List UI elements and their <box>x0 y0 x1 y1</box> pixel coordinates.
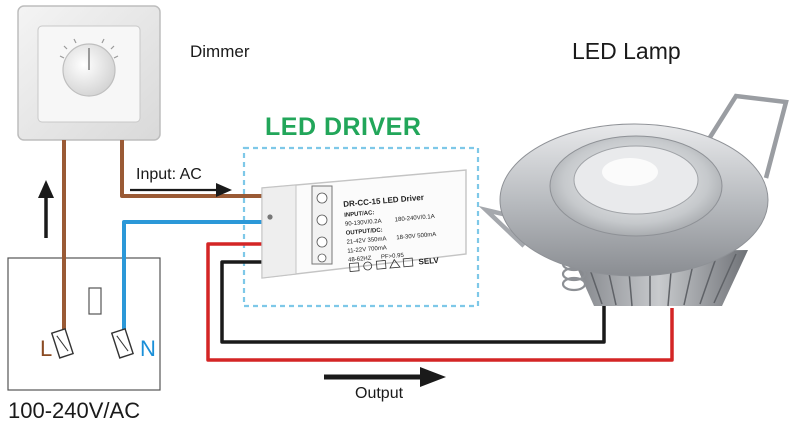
live-label: L <box>40 336 53 361</box>
spring-clip-icon <box>700 93 789 179</box>
up-arrow-icon <box>38 180 54 238</box>
output-arrow-icon <box>324 367 446 387</box>
led-driver-title: LED DRIVER <box>265 113 422 141</box>
output-c: 11-22V 700mA <box>347 245 387 254</box>
live-plug-icon <box>50 327 74 359</box>
power-factor: PF>0.95 <box>381 253 405 261</box>
output-heading: OUTPUT/DC: <box>346 228 383 237</box>
led-lamp-label: LED Lamp <box>572 38 681 64</box>
input-label: Input: AC <box>136 166 202 183</box>
neutral-plug-icon <box>110 327 134 359</box>
led-lamp <box>478 93 789 307</box>
input-high: 180-240V/0.1A <box>395 214 435 223</box>
input-arrow-icon <box>130 183 232 197</box>
certification-icons <box>348 257 414 272</box>
input-heading: INPUT/AC: <box>344 210 375 219</box>
input-low: 90-130V/0.2A <box>345 219 382 228</box>
dimmer-switch <box>17 5 161 141</box>
output-a: 21-42V 350mA <box>346 236 386 245</box>
dimmer-label: Dimmer <box>190 42 250 61</box>
wires <box>62 140 674 362</box>
led-driver-module <box>261 169 467 279</box>
output-label: Output <box>355 385 404 402</box>
wall-socket <box>7 257 161 391</box>
neutral-label: N <box>140 336 156 361</box>
frequency: 48-62HZ <box>348 256 372 264</box>
mount-hole-icon <box>267 214 273 220</box>
voltage-label: 100-240V/AC <box>8 398 141 423</box>
driver-boundary <box>242 146 480 308</box>
output-b: 18-30V 500mA <box>396 232 436 241</box>
selv-mark: SELV <box>418 256 440 267</box>
